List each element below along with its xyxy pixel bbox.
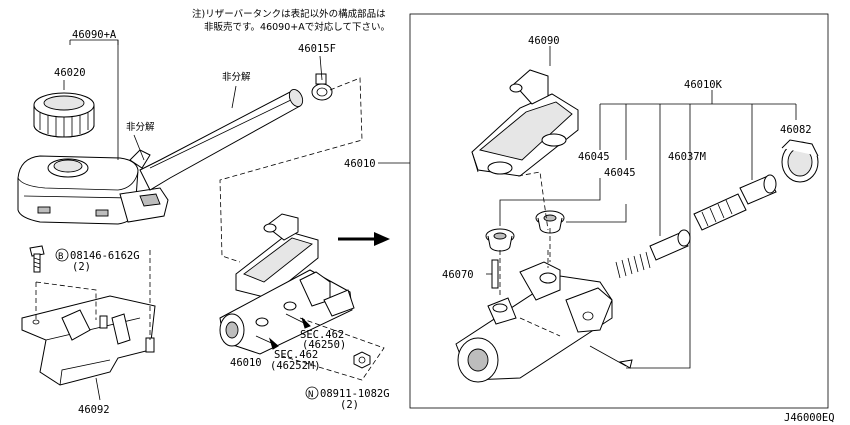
bolt-symbol-letter: B bbox=[58, 252, 63, 262]
reservoir-cap bbox=[33, 92, 95, 138]
label-46090A: 46090+A bbox=[72, 29, 117, 41]
piston-spring-1 bbox=[615, 229, 691, 279]
label-nut-qty: (2) bbox=[340, 399, 359, 411]
label-46010-left: 46010 bbox=[344, 158, 376, 170]
bolt bbox=[29, 245, 45, 273]
label-nut-code: 08911-1082G bbox=[320, 388, 390, 400]
label-hibunkai-top: 非分解 bbox=[222, 71, 251, 83]
hose-clamp bbox=[311, 73, 333, 101]
grommet-1 bbox=[485, 228, 515, 252]
nut bbox=[353, 351, 371, 369]
label-46070: 46070 bbox=[442, 269, 474, 281]
nut-symbol bbox=[305, 386, 319, 400]
pin-46070 bbox=[491, 259, 499, 289]
nut-symbol-letter: N bbox=[308, 390, 313, 400]
note-line-2: 非販売です。46090+Aで対応して下さい。 bbox=[204, 21, 390, 33]
grommet-2 bbox=[535, 210, 565, 234]
master-cylinder-body bbox=[455, 261, 613, 383]
exploded-view-frame bbox=[409, 13, 829, 409]
label-46090: 46090 bbox=[528, 35, 560, 47]
label-46045-b: 46045 bbox=[604, 167, 636, 179]
label-bolt-code: 08146-6162G bbox=[70, 250, 140, 262]
label-sec1-b: (46250) bbox=[302, 339, 346, 351]
label-sec2-b: (46252M) bbox=[270, 360, 321, 372]
bolt-symbol bbox=[55, 248, 69, 262]
label-sec2-a: SEC.462 bbox=[274, 349, 318, 361]
mounting-bracket bbox=[21, 295, 156, 386]
diagram-reference: J46000EQ bbox=[784, 412, 835, 424]
label-sec1-a: SEC.462 bbox=[300, 329, 344, 341]
label-bolt-qty: (2) bbox=[72, 261, 91, 273]
master-cylinder-small bbox=[219, 213, 355, 355]
label-46015F: 46015F bbox=[298, 43, 336, 55]
cup-seal-46082 bbox=[781, 139, 819, 183]
label-46010-bottom: 46010 bbox=[230, 357, 262, 369]
label-46037M: 46037M bbox=[668, 151, 706, 163]
reservoir-46090 bbox=[471, 69, 579, 177]
label-46082: 46082 bbox=[780, 124, 812, 136]
note-line-1: 注)リザーバータンクは表記以外の構成部品は bbox=[192, 8, 386, 20]
reservoir-hose bbox=[139, 89, 304, 191]
label-hibunkai-left: 非分解 bbox=[126, 121, 155, 133]
piston-spring-2 bbox=[693, 174, 777, 231]
label-46010K: 46010K bbox=[684, 79, 723, 91]
label-46092: 46092 bbox=[78, 404, 110, 416]
label-46045-a: 46045 bbox=[578, 151, 610, 163]
label-46020: 46020 bbox=[54, 67, 86, 79]
reservoir-tank bbox=[17, 149, 169, 225]
